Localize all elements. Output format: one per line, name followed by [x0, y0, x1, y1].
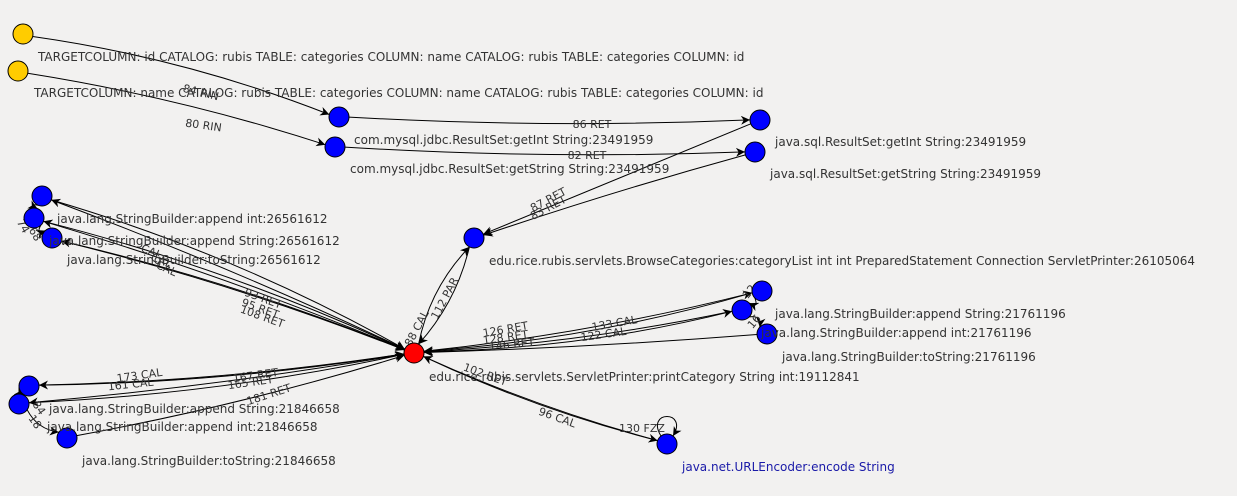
edge-eA1[interactable] — [51, 198, 406, 350]
graph-node-sqlGetString[interactable] — [744, 141, 766, 163]
edge-e161[interactable] — [28, 353, 405, 407]
edge-e173[interactable] — [38, 353, 405, 390]
graph-node-categoryList[interactable] — [463, 227, 485, 249]
node-label[interactable]: java.lang.StringBuilder:append int:26561… — [56, 212, 328, 226]
edge-label: 146 RET — [488, 336, 535, 354]
edge-e130[interactable] — [657, 416, 682, 437]
edge-e146[interactable] — [423, 334, 758, 357]
edge-e95[interactable] — [43, 220, 405, 351]
node-label-layer: TARGETCOLUMN: id CATALOG: rubis TABLE: c… — [33, 50, 1195, 474]
edge-label: 80 RIN — [184, 117, 222, 135]
node-label[interactable]: java.net.URLEncoder:encode String — [681, 460, 895, 474]
node-label[interactable]: java.lang.StringBuilder:toString:2184665… — [81, 454, 336, 468]
node-label[interactable]: java.sql.ResultSet:getInt String:2349195… — [774, 135, 1026, 149]
node-label[interactable]: TARGETCOLUMN: id CATALOG: rubis TABLE: c… — [37, 50, 744, 64]
graph-node-tc1[interactable] — [12, 23, 34, 45]
edge-label: 122 CAL — [580, 325, 628, 344]
node-label[interactable]: com.mysql.jdbc.ResultSet:getInt String:2… — [354, 133, 653, 147]
edge-e83[interactable] — [483, 154, 746, 237]
edge-e128[interactable] — [423, 310, 733, 356]
graph-node-sbB_int[interactable] — [731, 299, 753, 321]
node-label[interactable]: java.lang.StringBuilder:append String:26… — [48, 234, 340, 248]
edge-e126[interactable] — [423, 292, 753, 356]
edge-eBs2[interactable] — [749, 316, 766, 328]
graph-node-sbC_ts[interactable] — [56, 427, 78, 449]
graph-node-sbA_ts[interactable] — [41, 227, 63, 249]
node-label[interactable]: edu.rice.rubis.servlets.ServletPrinter:p… — [429, 370, 860, 384]
graph-node-mysqlGetString[interactable] — [324, 136, 346, 158]
edge-label: 167 RET — [232, 366, 279, 385]
graph-node-encode[interactable] — [656, 433, 678, 455]
edge-e84[interactable] — [32, 36, 330, 116]
edge-e165[interactable] — [28, 351, 405, 404]
edge-label: 96 CAL — [537, 405, 579, 431]
node-label[interactable]: java.lang.StringBuilder:append String:21… — [48, 402, 340, 416]
graph-node-sbB_ts[interactable] — [756, 323, 778, 345]
edge-eCs2[interactable] — [26, 409, 59, 436]
edge-eA2[interactable] — [43, 219, 405, 351]
node-label[interactable]: java.lang.StringBuilder:toString:2656161… — [66, 253, 321, 267]
edge-e181[interactable] — [76, 353, 405, 437]
edge-e93[interactable] — [51, 199, 406, 350]
edge-e112[interactable] — [418, 246, 470, 345]
graph-node-sbC_str[interactable] — [18, 375, 40, 397]
node-layer — [7, 23, 778, 455]
node-label[interactable]: com.mysql.jdbc.ResultSet:getString Strin… — [350, 162, 669, 176]
node-label[interactable]: java.lang.StringBuilder:toString:2176119… — [781, 350, 1036, 364]
node-label[interactable]: java.lang.StringBuilder:append int:21846… — [46, 420, 318, 434]
edge-e86[interactable] — [348, 115, 751, 125]
edge-label: 161 CAL — [107, 376, 155, 394]
edge-label: 88 CAL — [402, 307, 432, 348]
edge-eA3[interactable] — [61, 238, 405, 351]
edge-e167[interactable] — [38, 350, 405, 386]
node-label[interactable]: java.lang.StringBuilder:append String:21… — [774, 307, 1066, 321]
node-label[interactable]: java.sql.ResultSet:getString String:2349… — [769, 167, 1041, 181]
edge-label: 86 RET — [573, 118, 612, 131]
graph-node-sbA_int[interactable] — [31, 185, 53, 207]
edge-e122[interactable] — [423, 309, 733, 353]
graph-node-printCategory[interactable] — [403, 342, 425, 364]
node-label[interactable]: TARGETCOLUMN: name CATALOG: rubis TABLE:… — [33, 86, 763, 100]
edge-e88[interactable] — [418, 246, 470, 345]
edge-eBs1[interactable] — [748, 297, 760, 312]
edge-e102[interactable] — [423, 355, 658, 442]
edge-label: 68 — [26, 225, 44, 244]
edge-e80[interactable] — [27, 72, 326, 147]
node-label[interactable]: java.lang.StringBuilder:append int:21761… — [760, 326, 1032, 340]
edge-label: 128 RET — [482, 328, 529, 347]
edge-label: 173 CAL — [116, 366, 164, 385]
graph-node-sbC_int[interactable] — [8, 393, 30, 415]
edge-label: 18 — [26, 413, 45, 432]
edge-layer — [13, 36, 766, 443]
edge-e82[interactable] — [344, 146, 746, 157]
edge-label: 165 RET — [227, 373, 274, 392]
edge-e133[interactable] — [423, 290, 753, 352]
graph-node-sbB_str[interactable] — [751, 280, 773, 302]
graph-node-tc2[interactable] — [7, 60, 29, 82]
graph-node-sqlGetInt[interactable] — [749, 109, 771, 131]
graph-node-sbA_str[interactable] — [23, 207, 45, 229]
node-label[interactable]: edu.rice.rubis.servlets.BrowseCategories… — [489, 254, 1195, 268]
edge-label: 130 FZZ — [619, 422, 665, 435]
edge-label: 82 RET — [568, 149, 607, 162]
edge-eAs2[interactable] — [35, 225, 46, 239]
edge-e87[interactable] — [483, 123, 751, 235]
graph-node-mysqlGetInt[interactable] — [328, 106, 350, 128]
